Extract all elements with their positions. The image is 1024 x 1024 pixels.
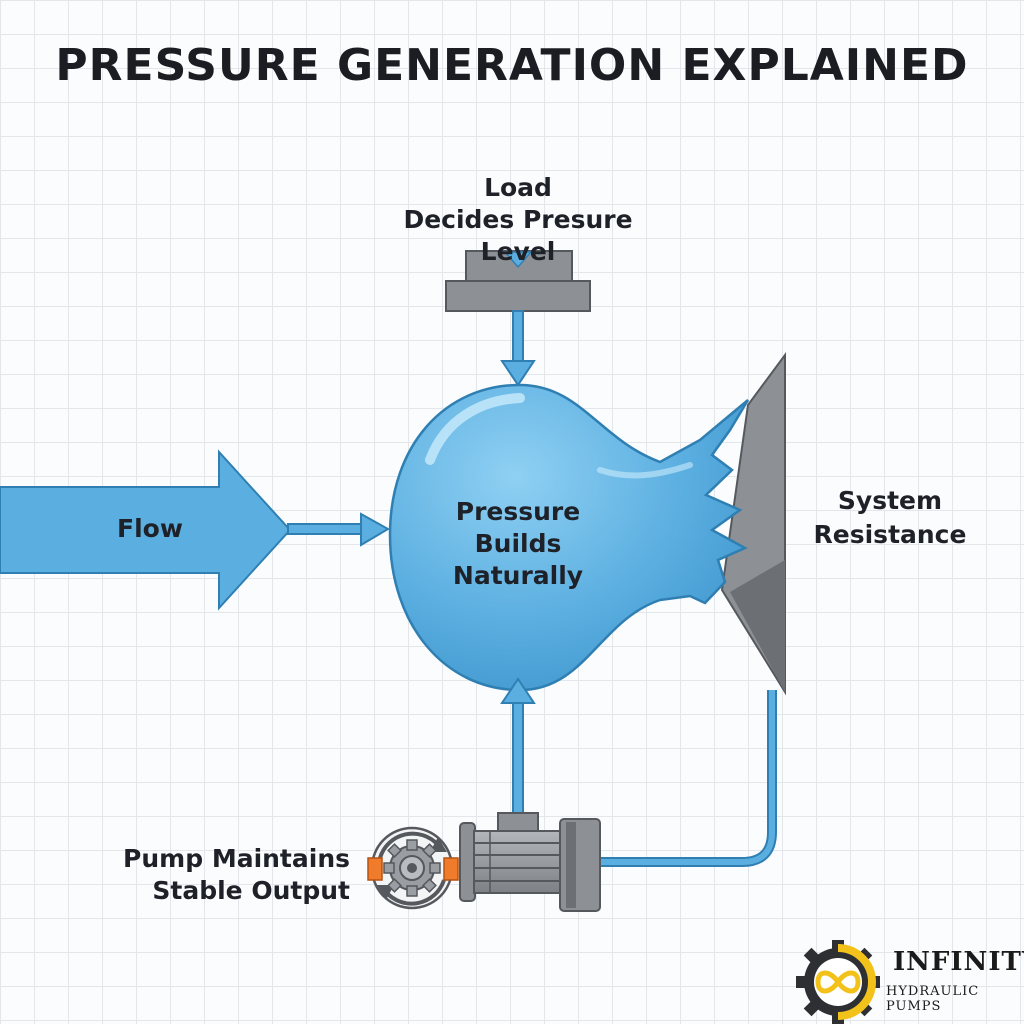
load-subheading: Decides Presure Level (403, 205, 633, 266)
pump-label: Pump Maintains Stable Output (110, 843, 350, 907)
bulb-line-3: Naturally (452, 561, 584, 590)
pump-gear (367, 826, 459, 910)
pressure-bulb (388, 383, 750, 692)
load-heading: Load (484, 173, 552, 202)
load-block (445, 250, 591, 312)
load-down-arrow (500, 310, 536, 387)
bulb-label: Pressure Builds Naturally (418, 496, 618, 592)
logo-name: INFINITY (893, 947, 1024, 977)
infinity-icon (815, 970, 861, 994)
logo-mark (796, 940, 880, 1024)
resistance-line-1: System (837, 486, 943, 515)
bulb-line-2: Builds (474, 529, 562, 558)
resistance-line-2: Resistance (813, 520, 967, 549)
resistance-label: System Resistance (800, 484, 980, 552)
resistance-wedge (720, 351, 786, 696)
flow-label: Flow (117, 514, 183, 543)
pump-line-2: Stable Output (152, 876, 350, 905)
flow-arrow (0, 449, 391, 611)
gear-icon (383, 839, 441, 897)
page-title: PRESSURE GENERATION EXPLAINED (55, 40, 969, 91)
bulb-line-1: Pressure (455, 497, 581, 526)
logo-tagline: HYDRAULIC PUMPS (886, 984, 980, 1014)
pump-motor (459, 812, 601, 912)
pump-line-1: Pump Maintains (123, 844, 350, 873)
return-pipe (598, 690, 777, 867)
pump-up-arrow (500, 677, 536, 814)
